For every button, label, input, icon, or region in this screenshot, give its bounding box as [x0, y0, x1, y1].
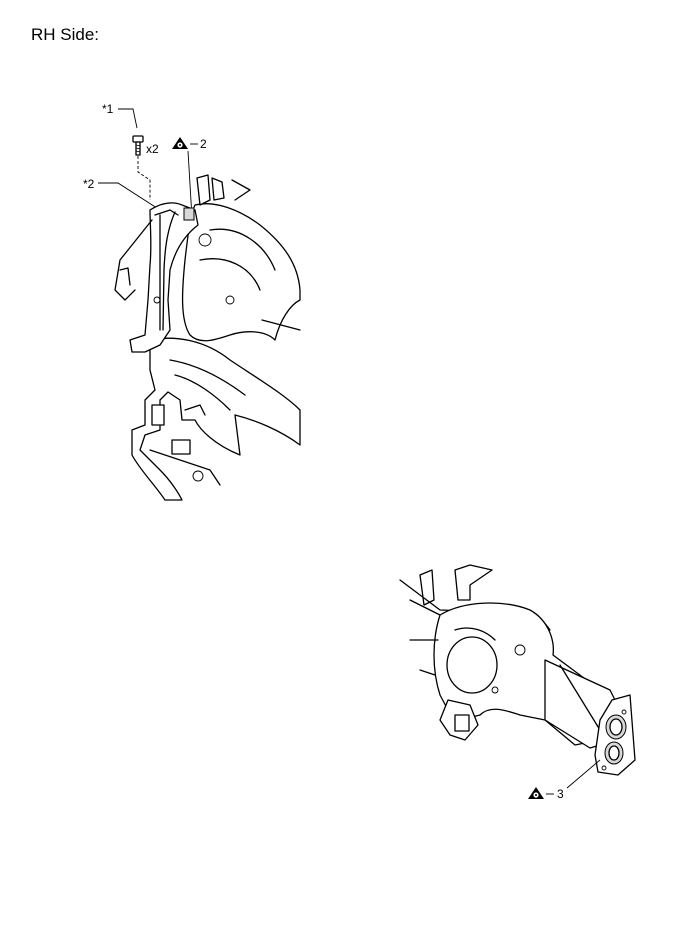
callout-label-bolt: *1 [102, 102, 114, 116]
upper-figure [98, 108, 301, 501]
section-heading: RH Side: [31, 25, 100, 44]
bolt-path-dashed [137, 156, 151, 200]
bolt-quantity-label: x2 [146, 142, 159, 156]
leader-line-brace [98, 182, 161, 211]
leader-line-step-3 [566, 759, 601, 789]
frame-rail [131, 337, 301, 501]
triangle-dot-icon [172, 137, 188, 149]
leader-line-bolt [118, 108, 138, 129]
tower-body [181, 203, 301, 342]
triangle-dot-icon [528, 787, 544, 799]
lower-tower-hole [446, 636, 498, 694]
step-ref-label-lower: 3 [557, 787, 564, 801]
step-ref-label-upper: 2 [200, 137, 207, 151]
bolt-icon [132, 135, 144, 156]
leader-line-step-2 [187, 150, 193, 219]
lower-figure [399, 564, 636, 799]
brace-bolt-area [183, 207, 195, 221]
callout-label-brace: *2 [83, 177, 95, 191]
